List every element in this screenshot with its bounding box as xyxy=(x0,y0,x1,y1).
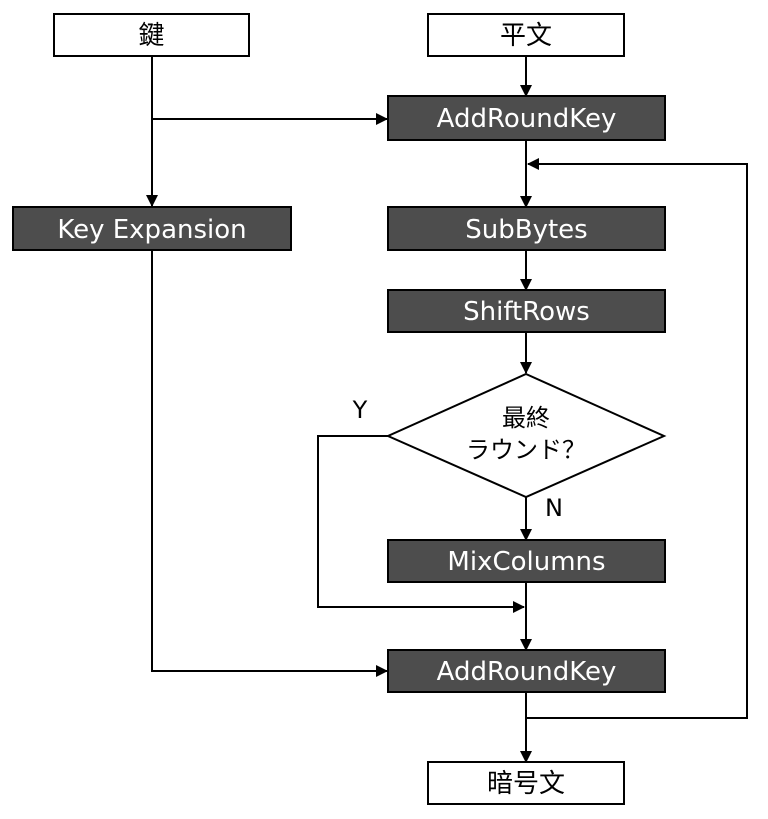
decision-label-line1: 最終 xyxy=(502,404,550,432)
node-sub-bytes: SubBytes xyxy=(387,206,666,251)
node-key: 鍵 xyxy=(53,13,250,57)
edge-label-yes: Y xyxy=(352,396,368,424)
node-mix-columns: MixColumns xyxy=(387,539,666,583)
node-add-round-key-round-label: AddRoundKey xyxy=(437,657,617,687)
node-key-label: 鍵 xyxy=(138,21,164,51)
decision-label-line2: ラウンド？ xyxy=(466,436,586,464)
node-add-round-key-initial: AddRoundKey xyxy=(387,95,666,141)
node-shift-rows-label: ShiftRows xyxy=(463,297,590,327)
node-key-expansion-label: Key Expansion xyxy=(57,215,246,245)
node-ciphertext: 暗号文 xyxy=(427,761,625,805)
edge-expansion-to-addroundkey xyxy=(151,250,388,677)
node-shift-rows: ShiftRows xyxy=(387,289,666,333)
node-key-expansion: Key Expansion xyxy=(12,206,292,251)
node-ciphertext-label: 暗号文 xyxy=(487,769,565,799)
edge-loop-back xyxy=(526,158,748,719)
node-mix-columns-label: MixColumns xyxy=(447,547,605,577)
node-plaintext-label: 平文 xyxy=(500,21,552,51)
edges xyxy=(146,56,748,763)
node-add-round-key-initial-label: AddRoundKey xyxy=(437,104,617,134)
edge-decision-yes-bypass xyxy=(317,435,525,613)
node-sub-bytes-label: SubBytes xyxy=(465,215,587,245)
edge-label-no: N xyxy=(545,494,563,522)
node-last-round-decision: 最終 ラウンド？ xyxy=(385,372,667,499)
node-add-round-key-round: AddRoundKey xyxy=(387,649,666,693)
node-plaintext: 平文 xyxy=(427,13,625,57)
